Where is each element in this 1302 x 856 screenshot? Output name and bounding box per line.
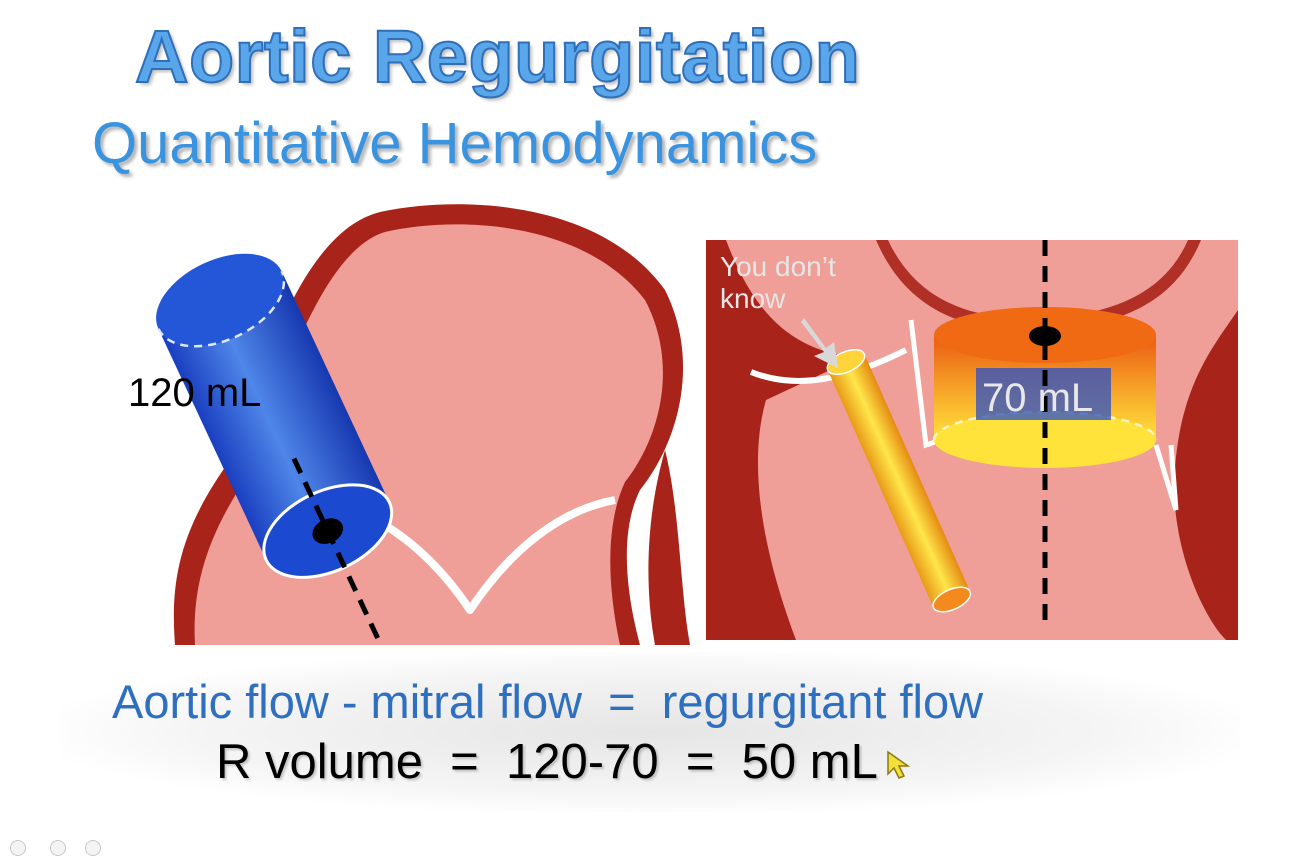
mitral-axis-dot [1029, 326, 1061, 346]
formula-text: Aortic flow - mitral flow = regurgitant … [112, 675, 984, 728]
slide-controls[interactable] [0, 836, 110, 856]
left-panel-diagram: 120 mL [128, 204, 690, 646]
atrial-lumen [888, 240, 1188, 319]
mitral-volume-label: 70 mL [982, 376, 1093, 420]
aortic-volume-label: 120 mL [128, 371, 261, 415]
formula-shadow [60, 652, 1240, 812]
annotation-line-1: You don’t [720, 251, 836, 282]
aortic-flow-cylinder [156, 253, 394, 646]
prev-control-icon[interactable] [10, 840, 26, 856]
slide-title: Aortic Regurgitation [134, 14, 861, 99]
mouse-pointer-icon [887, 750, 911, 779]
aortic-leaflets [749, 347, 908, 384]
slide-subtitle: Quantitative Hemodynamics [92, 111, 818, 176]
ventricular-wall [1174, 310, 1238, 640]
next-control-icon[interactable] [85, 840, 101, 856]
annotation-line-2: know [720, 283, 786, 314]
regurgitant-volume-result: R volume = 120-70 = 50 mL [216, 735, 878, 789]
right-panel-diagram: You don’t know 70 mL [706, 240, 1238, 640]
menu-control-icon[interactable] [50, 840, 66, 856]
unknown-flow-tube [826, 349, 972, 613]
septal-band [648, 450, 690, 645]
annotation-arrow [801, 318, 838, 368]
left-atrial-wall [706, 240, 856, 640]
